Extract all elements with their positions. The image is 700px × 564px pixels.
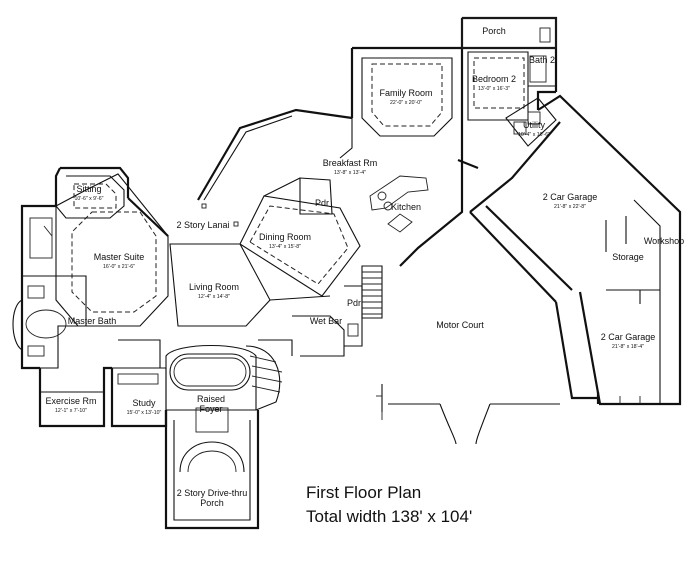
room-label-foyer-line1: Raised — [197, 394, 225, 404]
motor-court-paving — [376, 384, 560, 445]
room-dim-family-room: 22'-0" x 20'-0" — [390, 100, 422, 106]
room-dim-utility: 10'-4" x 10'-6" — [518, 132, 550, 138]
room-label-kitchen: Kitchen — [391, 202, 421, 212]
interior-walls — [12, 17, 661, 473]
room-label-pdr2: Pdr — [347, 298, 361, 308]
room-label-bedroom2: Bedroom 2 — [472, 74, 516, 84]
room-label-master-bath-1: Master Bath — [68, 316, 117, 326]
room-label-master-suite: Master Suite — [94, 252, 145, 262]
room-label-foyer-line2: Foyer — [199, 404, 222, 414]
exterior-walls — [20, 16, 682, 530]
room-dim-living: 12'-4" x 14'-8" — [198, 294, 230, 300]
room-dim-study: 15'-0" x 13'-10" — [127, 410, 162, 416]
room-label-motor-court: Motor Court — [436, 320, 484, 330]
room-dim-breakfast: 13'-8" x 13'-4" — [334, 170, 366, 176]
room-labels: Porch Bath 2 Bedroom 2 13'-0" x 16'-3" F… — [45, 26, 684, 508]
room-label-exercise: Exercise Rm — [45, 396, 96, 406]
room-label-pdr1: Pdr — [315, 198, 329, 208]
room-label-porch: Porch — [482, 26, 506, 36]
room-label-garage2: 2 Car Garage — [601, 332, 656, 342]
title-line1: First Floor Plan — [306, 483, 421, 502]
room-label-wet-bar: Wet Bar — [310, 316, 342, 326]
room-label-study: Study — [132, 398, 156, 408]
room-dim-master-suite: 16'-0" x 21'-6" — [103, 264, 135, 270]
room-label-dining: Dining Room — [259, 232, 311, 242]
room-label-family-room: Family Room — [379, 88, 432, 98]
room-dim-garage1: 21'-8" x 22'-8" — [554, 204, 586, 210]
room-label-sitting: Sitting — [76, 184, 101, 194]
title-line2: Total width 138' x 104' — [306, 507, 472, 526]
room-label-drive-thru-line2: Porch — [200, 498, 224, 508]
room-label-garage1: 2 Car Garage — [543, 192, 598, 202]
room-label-workshop: Workshop — [644, 236, 684, 246]
plan-title: First Floor Plan Total width 138' x 104' — [306, 483, 472, 526]
room-dim-exercise: 12'-1" x 7'-10" — [55, 408, 87, 414]
room-label-bath2: Bath 2 — [529, 55, 555, 65]
room-label-lanai: 2 Story Lanai — [176, 220, 229, 230]
room-dim-dining: 13'-4" x 15'-8" — [269, 244, 301, 250]
room-dim-garage2: 21'-8" x 18'-4" — [612, 344, 644, 350]
room-dim-bedroom2: 13'-0" x 16'-3" — [478, 86, 510, 92]
room-label-storage: Storage — [612, 252, 644, 262]
room-label-utility: Utility — [523, 120, 545, 130]
room-label-drive-thru-line1: 2 Story Drive-thru — [177, 488, 248, 498]
room-label-breakfast: Breakfast Rm — [323, 158, 378, 168]
room-label-living: Living Room — [189, 282, 239, 292]
room-dim-sitting: 10'-6" x 9'-6" — [74, 196, 103, 202]
